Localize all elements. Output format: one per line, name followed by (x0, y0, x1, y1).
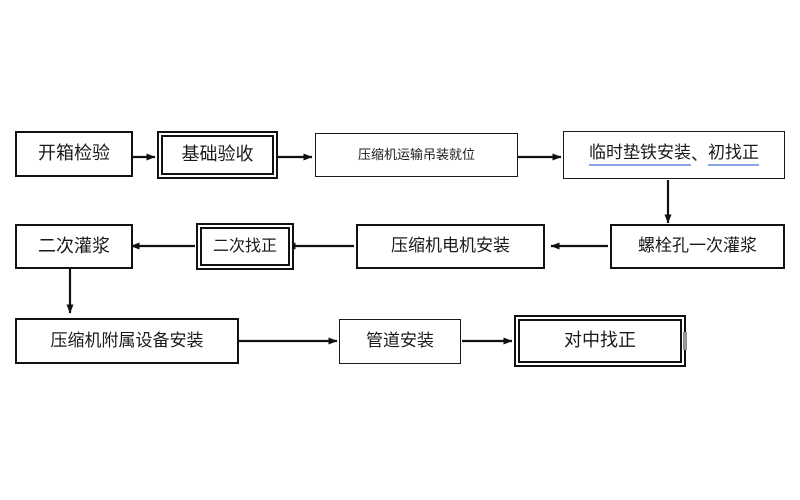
node-label: 压缩机附属设备安装 (50, 330, 204, 350)
node-piping-installation[interactable]: 管道安装 (339, 319, 461, 364)
node-label: 压缩机运输吊装就位 (357, 146, 475, 162)
node-label: 管道安装 (366, 331, 434, 351)
node-second-alignment[interactable]: 二次找正 (196, 223, 294, 270)
node-compressor-transport-hoisting[interactable]: 压缩机运输吊装就位 (315, 133, 518, 177)
node-label-separator: 、 (691, 144, 708, 164)
node-label-part-b: 初找正 (708, 143, 759, 166)
node-unpacking-inspection[interactable]: 开箱检验 (15, 131, 133, 177)
node-label: 基础验收 (181, 144, 254, 165)
node-label: 螺栓孔一次灌浆 (638, 236, 757, 256)
node-compressor-auxiliary-equipment-installation[interactable]: 压缩机附属设备安装 (15, 318, 239, 364)
node-label: 对中找正 (564, 330, 636, 351)
node-second-grouting[interactable]: 二次灌浆 (15, 224, 133, 269)
node-bolt-hole-first-grouting[interactable]: 螺栓孔一次灌浆 (610, 224, 785, 269)
node-centering-alignment[interactable]: 对中找正 (514, 315, 686, 367)
node-label-part-a: 临时垫铁安装 (589, 143, 691, 166)
node-label: 开箱检验 (38, 143, 110, 164)
node-label: 二次灌浆 (38, 235, 110, 256)
resize-handle-right[interactable] (683, 332, 687, 350)
node-compressor-motor-installation[interactable]: 压缩机电机安装 (356, 224, 545, 269)
node-label: 压缩机电机安装 (391, 236, 510, 256)
node-foundation-acceptance[interactable]: 基础验收 (157, 131, 278, 179)
node-temporary-shim-install-initial-alignment[interactable]: 临时垫铁安装、初找正 (563, 131, 785, 179)
node-label: 二次找正 (212, 237, 277, 255)
